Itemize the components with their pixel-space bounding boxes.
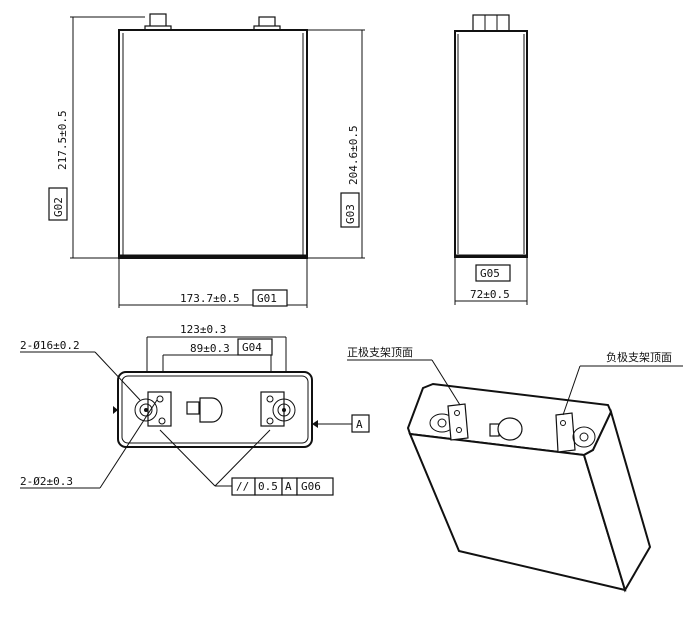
body-height-dim: 204.6±0.5 bbox=[347, 125, 360, 185]
thickness-dim: 72±0.5 bbox=[470, 288, 510, 301]
hole-dia-small: 2-Ø2±0.3 bbox=[20, 475, 73, 488]
front-body bbox=[118, 29, 308, 259]
height-code: G02 bbox=[52, 197, 65, 217]
side-terminal bbox=[472, 14, 510, 32]
tolerance-value: 0.5 bbox=[258, 480, 278, 493]
datum-label: A bbox=[356, 418, 363, 431]
height-dim: 217.5±0.5 bbox=[56, 110, 69, 170]
vent-valve bbox=[199, 397, 223, 423]
right-terminal-hole bbox=[272, 398, 296, 422]
datum-box bbox=[351, 414, 370, 433]
negative-label: 负极支架顶面 bbox=[606, 350, 672, 364]
tolerance-code: G06 bbox=[301, 480, 321, 493]
tolerance-symbol: // bbox=[236, 480, 249, 493]
iso-vent bbox=[497, 417, 523, 441]
spacing-code: G04 bbox=[242, 341, 262, 354]
iso-negative-terminal bbox=[555, 412, 576, 453]
left-terminal-hole bbox=[134, 398, 158, 422]
width-code: G01 bbox=[257, 292, 277, 305]
vent-square bbox=[186, 401, 200, 415]
top-view: 123±0.3 89±0.3 G04 2-Ø16±0.2 bbox=[20, 323, 370, 496]
front-view: 217.5±0.5 G02 204.6±0.5 G03 173.7±0.5 G0… bbox=[48, 13, 365, 308]
thickness-code: G05 bbox=[480, 267, 500, 280]
inner-spacing-dim: 89±0.3 bbox=[190, 342, 230, 355]
positive-label: 正极支架顶面 bbox=[347, 345, 413, 359]
side-view: G05 72±0.5 bbox=[454, 14, 528, 305]
width-dim: 173.7±0.5 bbox=[180, 292, 240, 305]
iso-view: 正极支架顶面 负极支架顶面 bbox=[347, 345, 683, 593]
hole-dia-large: 2-Ø16±0.2 bbox=[20, 339, 80, 352]
body-height-code: G03 bbox=[344, 204, 357, 224]
iso-right-face bbox=[582, 409, 652, 593]
side-body bbox=[454, 30, 528, 258]
outer-spacing-dim: 123±0.3 bbox=[180, 323, 226, 336]
tolerance-datum: A bbox=[285, 480, 292, 493]
